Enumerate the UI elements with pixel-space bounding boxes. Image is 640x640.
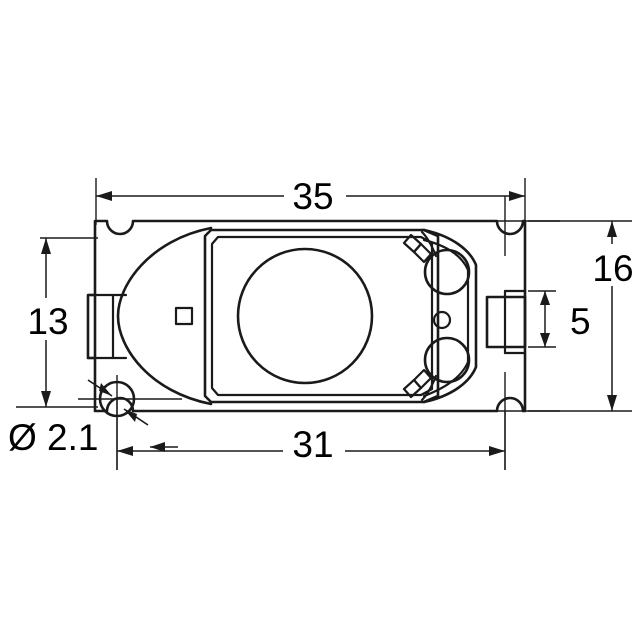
dim-label-5: 5 xyxy=(570,301,591,342)
upper-mount-hole xyxy=(423,248,471,296)
dim-text-mask-13 xyxy=(20,298,76,340)
dimension-hole-span: 31 xyxy=(116,399,506,472)
dimension-overall-width: 35 xyxy=(95,176,526,225)
dim-label-16: 16 xyxy=(592,248,633,289)
dim-label-35: 35 xyxy=(292,176,333,217)
upper-right-latch xyxy=(402,233,433,264)
arrow-top-16 xyxy=(607,221,617,237)
dimension-overall-height: 16 xyxy=(528,220,640,412)
central-bore xyxy=(236,247,374,385)
dimension-hole-diameter: Ø 2.1 xyxy=(8,379,178,458)
arrow-right-31 xyxy=(489,446,505,456)
arrow-bottom-13 xyxy=(41,391,51,407)
right-bracket-shell-inner xyxy=(422,238,470,398)
oval-shell-outer xyxy=(116,226,213,406)
arrow-left-35 xyxy=(96,191,112,201)
dim-label-13: 13 xyxy=(27,301,68,342)
right-terminal-block xyxy=(485,295,527,349)
dimension-terminal-height: 5 xyxy=(528,290,591,348)
arrow-top-5 xyxy=(540,291,550,305)
lower-right-latch xyxy=(402,368,433,399)
dim-label-diameter: Ø 2.1 xyxy=(8,417,99,458)
octagonal-housing-inner-edge xyxy=(210,235,434,397)
center-pin-hole xyxy=(432,310,452,330)
dim-text-mask-31 xyxy=(283,430,345,472)
arrow-leader-dia-right xyxy=(150,442,165,452)
arrow-leader-dia-upper xyxy=(99,383,112,396)
upper-connector-arc xyxy=(420,230,438,258)
dim-label-31: 31 xyxy=(292,424,333,465)
right-bracket-shell xyxy=(422,228,478,404)
arrow-bottom-5 xyxy=(540,333,550,347)
arrow-left-31 xyxy=(117,446,133,456)
part-geometry xyxy=(78,196,560,470)
arrow-top-13 xyxy=(41,238,51,254)
dim-text-mask-16 xyxy=(584,244,640,286)
arrow-leader-dia-lower xyxy=(124,409,137,422)
arrow-right-35 xyxy=(509,191,525,201)
lower-connector-arc xyxy=(420,374,438,402)
octagonal-housing xyxy=(203,228,440,404)
lower-mount-hole xyxy=(423,336,471,384)
arrow-bottom-16 xyxy=(607,395,617,411)
terminal-block-outer xyxy=(503,289,527,355)
left-latch-notch xyxy=(174,306,194,326)
dimension-inner-height: 13 xyxy=(16,237,98,408)
dim-text-mask-35 xyxy=(284,176,346,216)
